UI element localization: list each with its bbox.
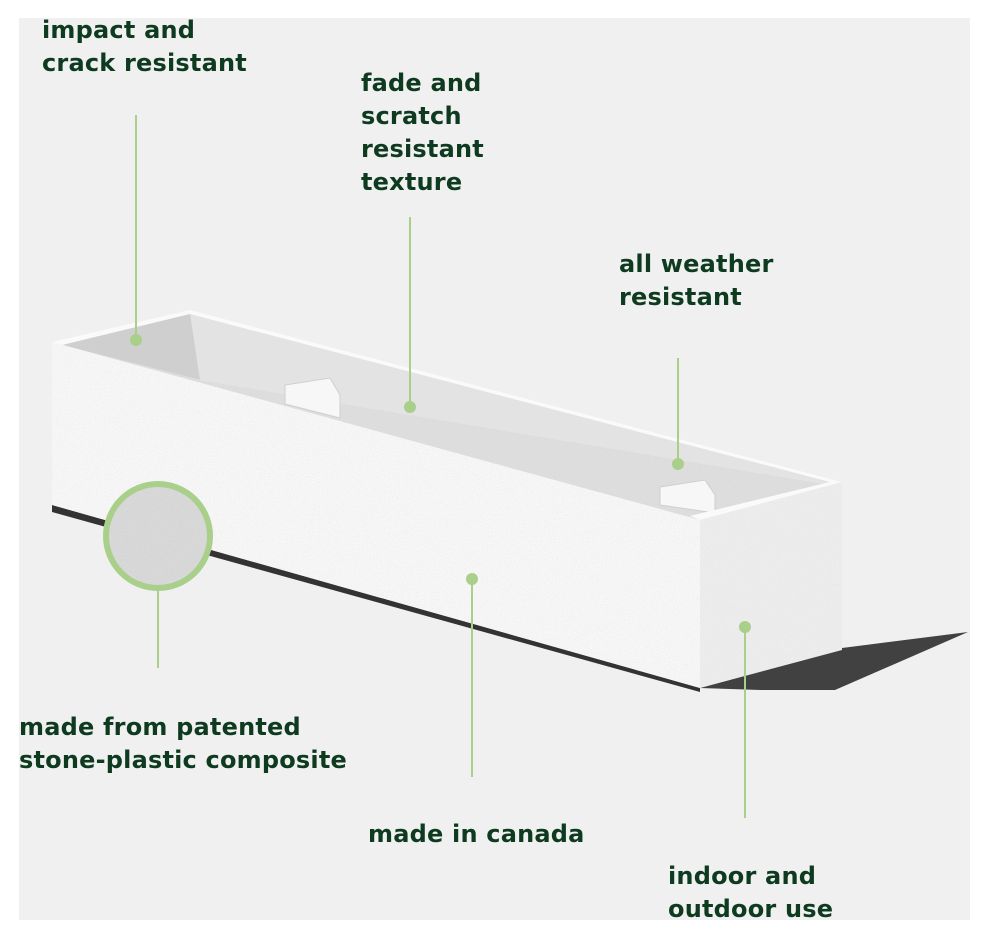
feature-label-composite: made from patented stone-plastic composi… (19, 713, 347, 774)
feature-label-fade: fade and scratch resistant texture (361, 69, 484, 196)
planter-rim (52, 310, 842, 520)
callout-dot-canada (466, 573, 478, 585)
feature-label-canada: made in canada (368, 820, 585, 848)
planter-support (284, 377, 341, 419)
feature-label-weather: all weather resistant (619, 250, 774, 311)
planter-interior-left (62, 312, 200, 380)
feature-label-indoor: indoor and outdoor use (668, 862, 834, 923)
feature-label-impact: impact and crack resistant (42, 16, 247, 77)
planter-shadow (700, 632, 968, 690)
callout-dot-fade (404, 401, 416, 413)
callout-dot-impact (130, 334, 142, 346)
planter-support (659, 479, 716, 514)
callout-dot-weather (672, 458, 684, 470)
texture-magnifier (103, 481, 213, 591)
callout-dot-indoor (739, 621, 751, 633)
planter-shadow-left (52, 505, 700, 692)
